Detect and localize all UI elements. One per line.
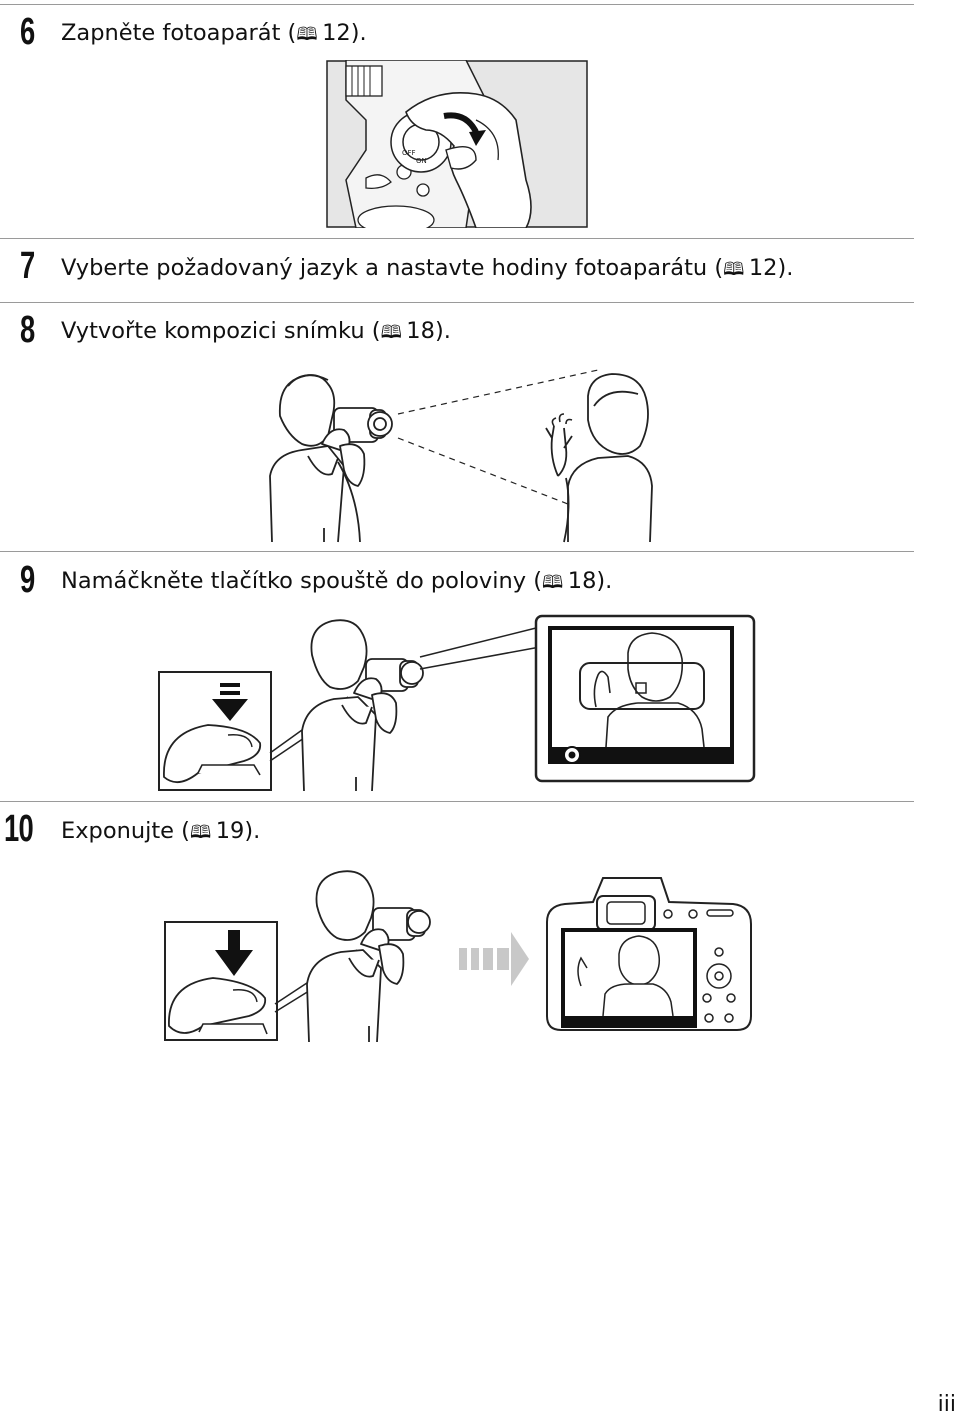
page-reference: 18: [567, 568, 597, 594]
switch-label-on: ON: [416, 157, 427, 165]
step-instruction: Vyberte požadovaný jazyk a nastavte hodi…: [61, 253, 793, 285]
page-reference: 19: [215, 818, 245, 844]
book-icon: 🕮: [723, 259, 745, 280]
step-number: 8: [20, 309, 35, 351]
power-switch-illustration: OFF ON: [326, 60, 588, 228]
step-number: 9: [20, 559, 35, 601]
step-text: Namáčkněte tlačítko spouště do poloviny …: [61, 568, 543, 594]
step-suffix: ).: [434, 318, 451, 344]
page-reference: 12: [322, 20, 351, 46]
book-icon: 🕮: [296, 24, 318, 45]
step-number: 7: [20, 245, 35, 287]
step-text: Zapněte fotoaparát (: [61, 20, 297, 46]
step-suffix: ).: [596, 568, 613, 594]
step-suffix: ).: [244, 818, 261, 844]
switch-label-off: OFF: [402, 149, 416, 157]
step-number: 6: [20, 11, 35, 53]
step-instruction: Vytvořte kompozici snímku (🕮 18).: [61, 316, 451, 348]
step-instruction: Zapněte fotoaparát (🕮 12).: [61, 18, 367, 50]
step-number: 10: [4, 808, 34, 850]
page-number: iii: [937, 1392, 956, 1417]
book-icon: 🕮: [189, 822, 212, 843]
section-rule: [0, 4, 914, 5]
step-instruction: Exponujte (🕮 19).: [61, 816, 260, 848]
step-text: Exponujte (: [61, 818, 190, 844]
section-rule: [0, 238, 914, 239]
step-suffix: ).: [350, 20, 367, 46]
page-reference: 18: [406, 318, 435, 344]
step-suffix: ).: [777, 255, 794, 281]
full-press-illustration: [164, 870, 752, 1043]
section-rule: [0, 801, 914, 802]
page-reference: 12: [748, 255, 778, 281]
step-instruction: Namáčkněte tlačítko spouště do poloviny …: [61, 566, 612, 598]
half-press-illustration: [158, 614, 756, 792]
step-text: Vyberte požadovaný jazyk a nastavte hodi…: [61, 255, 724, 281]
section-rule: [0, 302, 914, 303]
book-icon: 🕮: [542, 572, 564, 593]
compose-shot-illustration: [269, 369, 653, 543]
step-text: Vytvořte kompozici snímku (: [61, 318, 381, 344]
section-rule: [0, 551, 914, 552]
book-icon: 🕮: [380, 322, 402, 343]
